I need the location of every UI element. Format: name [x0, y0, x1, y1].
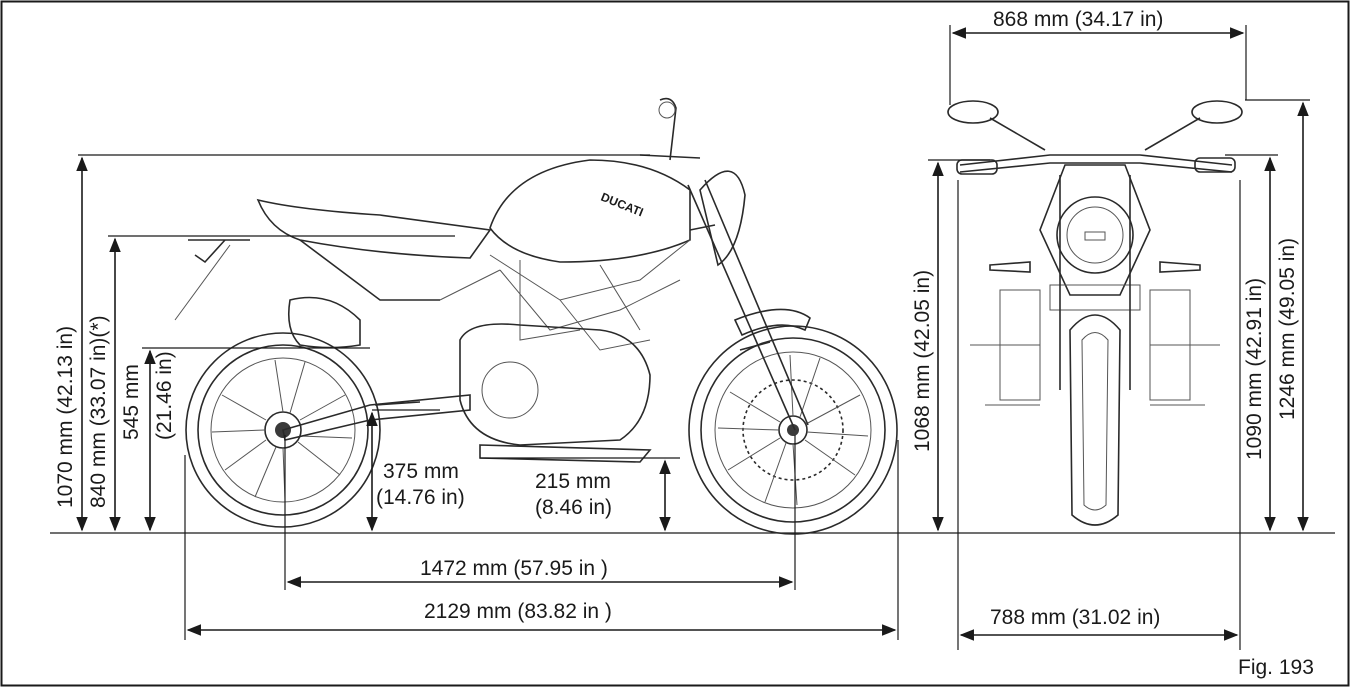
engine-block: [459, 323, 652, 463]
fuel-tank: [489, 159, 691, 263]
ground-clearance-mm-label: 215 mm: [535, 470, 611, 493]
footpeg: [374, 401, 421, 406]
wheelbase-label: 1472 mm (57.95 in ): [420, 557, 608, 580]
mirror-height-label: 1246 mm (49.05 in): [1276, 238, 1299, 420]
front-fork: [687, 179, 809, 431]
seat-tail: [174, 198, 492, 321]
tank-brand-text: DUCATI: [599, 190, 645, 220]
exhaust-height-in-label: (21.46 in): [153, 351, 176, 440]
exhaust-muffler: [287, 296, 361, 349]
front-fork-legs: [1059, 175, 1131, 390]
front-tyre: [1069, 314, 1121, 526]
frame-trellis: [439, 239, 691, 351]
figure-caption: Fig. 193: [1238, 656, 1314, 679]
footpeg-height-in-label: (14.76 in): [376, 486, 465, 509]
front-radiator: [970, 284, 1220, 406]
front-view-dimensions: 868 mm (34.17 in) 1068 mm (42.05 in) 109…: [911, 8, 1310, 650]
seat-height-label: 840 mm (33.07 in)(*): [87, 315, 110, 508]
footpeg-height-mm-label: 375 mm: [383, 460, 459, 483]
mirrors: [947, 100, 1243, 151]
headlight-assembly: [639, 97, 746, 267]
handlebar-height-label: 1068 mm (42.05 in): [911, 270, 934, 452]
mirror-width-label: 868 mm (34.17 in): [993, 8, 1163, 31]
front-headlight: [1039, 164, 1151, 296]
mirror-side-height-label: 1090 mm (42.91 in): [1243, 278, 1266, 460]
motorcycle-side-view: DUCATI: [174, 97, 898, 535]
ground-clearance-in-label: (8.46 in): [535, 496, 612, 519]
motorcycle-front-view: [947, 100, 1243, 526]
exhaust-height-mm-label: 545 mm: [120, 364, 143, 440]
front-indicators: [989, 261, 1201, 273]
front-wheel: [688, 325, 898, 535]
rear-wheel: [185, 332, 381, 528]
overall-length-label: 2129 mm (83.82 in ): [424, 600, 612, 623]
side-view-dimensions: 1070 mm (42.13 in) 840 mm (33.07 in)(*) …: [54, 154, 899, 640]
front-fender: [733, 308, 811, 337]
handlebar-width-label: 788 mm (31.02 in): [990, 606, 1160, 629]
overall-height-label: 1070 mm (42.13 in): [54, 326, 77, 508]
